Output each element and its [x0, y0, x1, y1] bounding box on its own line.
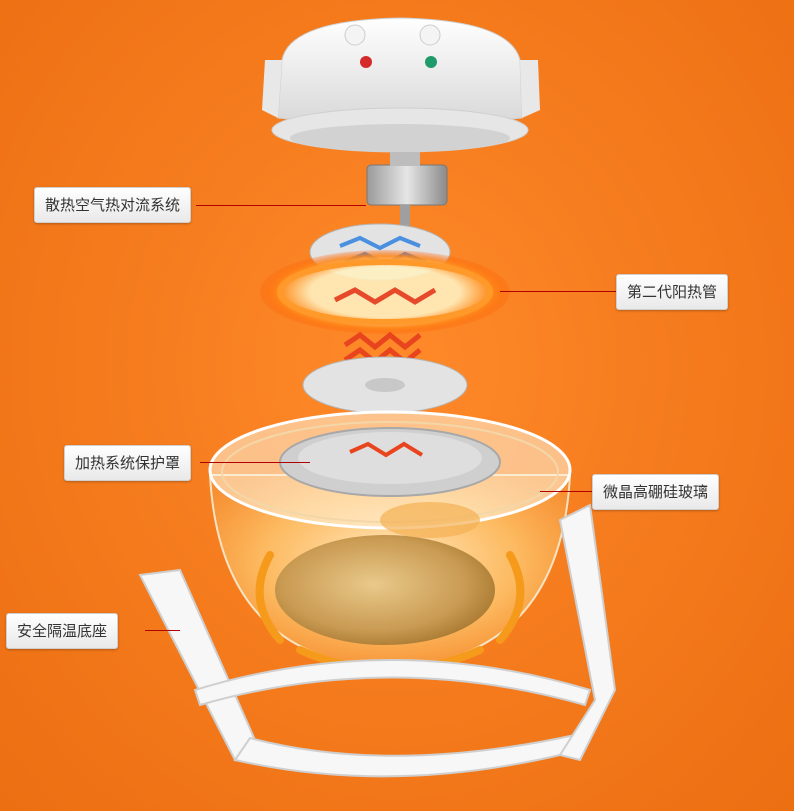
lid — [262, 17, 540, 153]
leader-convection — [196, 205, 366, 206]
label-base-stand: 安全隔温底座 — [6, 613, 119, 649]
base-stand — [138, 503, 617, 778]
power-indicator-green — [425, 56, 437, 68]
leader-heating-tube — [500, 291, 616, 292]
roast-chicken — [275, 502, 495, 645]
lower-fan — [302, 356, 468, 414]
heating-cover — [279, 427, 501, 497]
heating-tube — [260, 250, 510, 334]
leader-base — [145, 630, 180, 631]
label-heating-tube: 第二代阳热管 — [616, 274, 729, 310]
leader-cover — [200, 462, 310, 463]
power-indicator-red — [360, 56, 372, 68]
motor — [366, 152, 448, 231]
leader-glass — [540, 491, 592, 492]
label-convection-system: 散热空气热对流系统 — [34, 187, 192, 223]
label-heating-cover: 加热系统保护罩 — [64, 445, 192, 481]
label-glass-bowl: 微晶高硼硅玻璃 — [592, 474, 720, 510]
